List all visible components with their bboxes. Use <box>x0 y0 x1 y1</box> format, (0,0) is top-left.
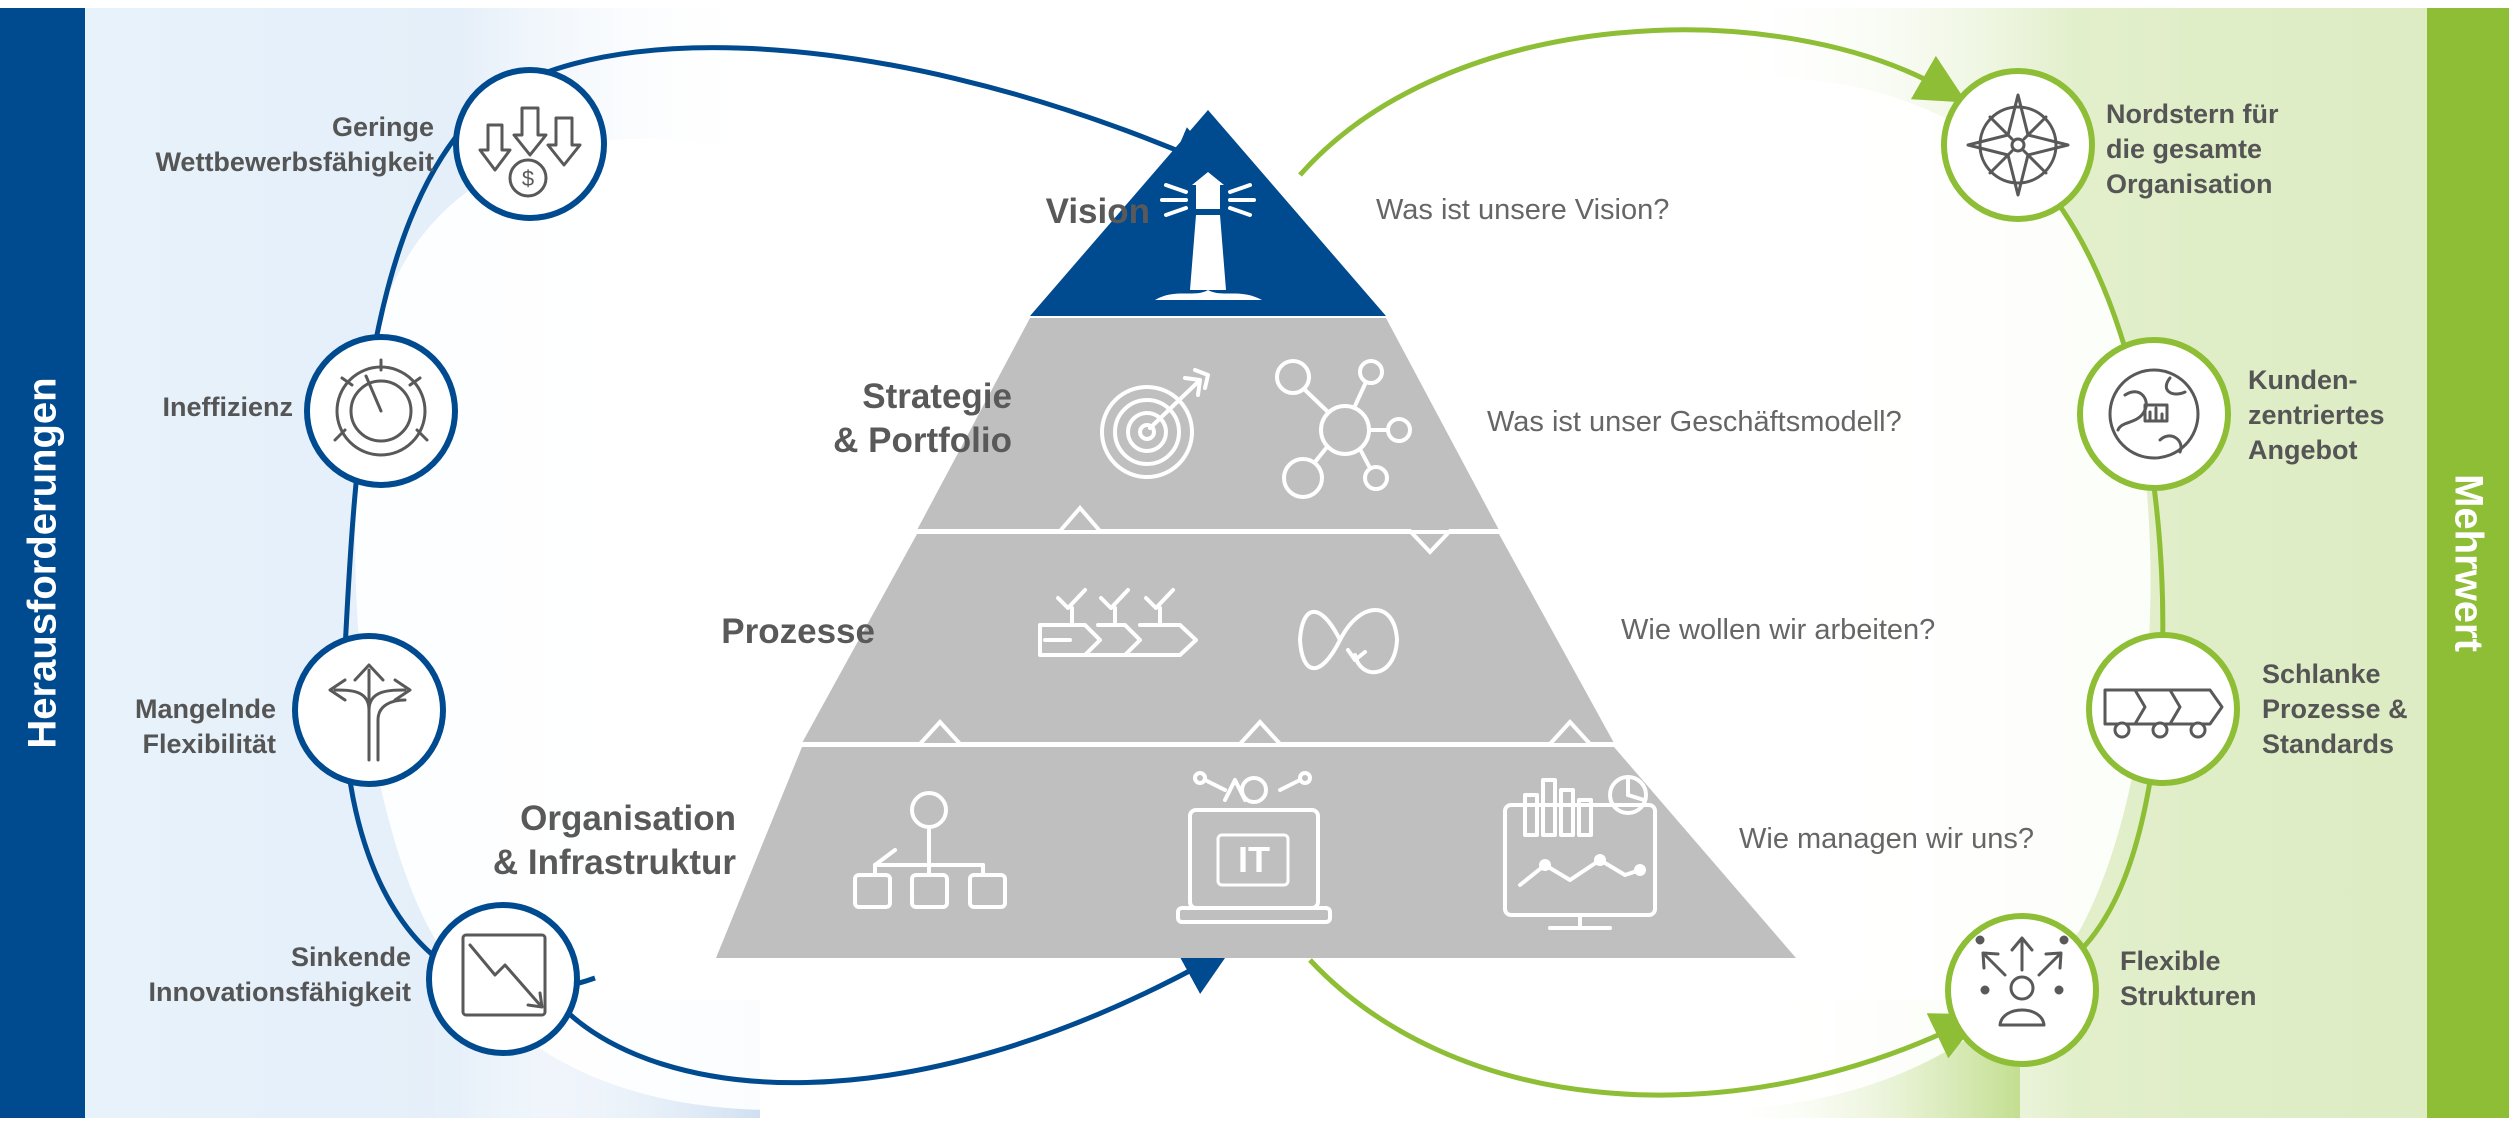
challenge-4-line1: Sinkende <box>290 942 411 972</box>
benefit-4-line1: Flexible <box>2120 946 2221 976</box>
pyramid-strategy-tier <box>917 318 1499 530</box>
left-sidebar <box>0 8 85 1118</box>
svg-text:$: $ <box>522 166 534 191</box>
benefit-1-line3: Organisation <box>2106 169 2273 199</box>
challenge-4-line2: Innovationsfähigkeit <box>148 977 411 1007</box>
benefit-circle-2 <box>2077 337 2231 491</box>
split-arrows-icon <box>328 663 412 762</box>
benefit-2-line2: zentriertes <box>2248 400 2385 430</box>
challenges-loop-bottom-arrow <box>563 947 1232 1086</box>
benefit-label-3: Schlanke Prozesse & Standards <box>2262 657 2408 762</box>
challenge-icons: $ <box>292 67 607 1056</box>
target-arrow-icon <box>1100 368 1210 479</box>
benefit-circle-3 <box>2086 632 2240 786</box>
pyramid-vision-tier <box>1030 110 1386 316</box>
level-process-line1: Prozesse <box>721 612 875 651</box>
question-organisation: Wie managen wir uns? <box>1739 823 2034 855</box>
benefit-3-line2: Prozesse & <box>2262 694 2408 724</box>
challenge-3-line2: Flexibilität <box>142 729 276 759</box>
benefit-label-1: Nordstern für die gesamte Organisation <box>2106 97 2279 202</box>
network-nodes-icon <box>1275 359 1412 499</box>
benefits-loop-top-arrow <box>1298 27 1967 177</box>
benefit-icons <box>1941 68 2240 1067</box>
falling-money-arrows-icon: $ <box>478 106 582 198</box>
benefit-2-line1: Kunden- <box>2248 365 2358 395</box>
sidebar-right-label: Mehrwert <box>2446 474 2491 652</box>
benefits-loop-bottom-arrow <box>1308 958 1983 1098</box>
challenge-3-line1: Mangelnde <box>134 694 276 724</box>
challenge-label-4: Sinkende Innovationsfähigkeit <box>148 940 411 1010</box>
benefit-1-line1: Nordstern für <box>2106 99 2279 129</box>
gauge-gear-icon <box>333 358 429 457</box>
checked-steps-icon <box>1038 588 1198 657</box>
level-strategy-line1: Strategie <box>862 377 1012 416</box>
level-label-organisation: Organisation & Infrastruktur <box>493 797 736 885</box>
level-label-vision: Vision <box>1046 190 1150 234</box>
benefit-label-4: Flexible Strukturen <box>2120 944 2257 1014</box>
challenge-label-2: Ineffizienz <box>162 390 293 425</box>
challenge-1-line1: Geringe <box>331 112 434 142</box>
level-label-process: Prozesse <box>721 610 875 654</box>
benefit-label-2: Kunden- zentriertes Angebot <box>2248 363 2385 468</box>
level-strategy-line2: & Portfolio <box>833 421 1012 460</box>
right-sidebar <box>2427 8 2509 1118</box>
question-vision: Was ist unsere Vision? <box>1376 194 1670 226</box>
benefit-2-line3: Angebot <box>2248 435 2358 465</box>
level-organisation-line1: Organisation <box>520 799 736 838</box>
level-vision-line1: Vision <box>1045 192 1150 231</box>
tier-separator-1 <box>917 504 1499 555</box>
level-organisation-line2: & Infrastruktur <box>492 843 736 882</box>
question-strategy: Was ist unser Geschäftsmodell? <box>1487 406 1902 438</box>
org-chart-icon <box>853 791 1007 909</box>
person-arrows-icon <box>1975 935 2069 1027</box>
challenge-label-3: Mangelnde Flexibilität <box>135 692 276 762</box>
tier-separator-2 <box>802 719 1614 746</box>
challenge-label-1: Geringe Wettbewerbsfähigkeit <box>155 110 434 180</box>
question-process: Wie wollen wir arbeiten? <box>1621 614 1936 646</box>
compass-rose-icon <box>1966 93 2070 197</box>
infinity-loop-icon <box>1298 608 1399 675</box>
benefit-1-line2: die gesamte <box>2106 134 2263 164</box>
challenge-circle-1 <box>453 67 607 221</box>
challenges-loop-top-arrow <box>340 45 1223 993</box>
declining-chart-icon <box>461 933 547 1017</box>
challenge-2-line1: Ineffizienz <box>162 392 293 422</box>
challenge-1-line2: Wettbewerbsfähigkeit <box>155 147 434 177</box>
benefit-circle-1 <box>1941 68 2095 222</box>
process-chain-icon <box>2103 688 2224 739</box>
it-icon-label: IT <box>1238 839 1270 880</box>
dashboard-monitor-icon <box>1503 775 1657 930</box>
benefit-3-line1: Schlanke <box>2262 659 2381 689</box>
globe-map-icon <box>2108 368 2200 460</box>
sidebar-left-label: Herausforderungen <box>20 377 65 749</box>
benefit-4-line2: Strukturen <box>2120 981 2257 1011</box>
level-label-strategy: Strategie & Portfolio <box>833 375 1012 463</box>
it-laptop-icon <box>1176 771 1332 924</box>
lighthouse-icon <box>1155 172 1262 300</box>
pyramid-process-tier <box>802 534 1614 743</box>
benefit-3-line3: Standards <box>2262 729 2395 759</box>
challenge-circle-4 <box>426 902 580 1056</box>
